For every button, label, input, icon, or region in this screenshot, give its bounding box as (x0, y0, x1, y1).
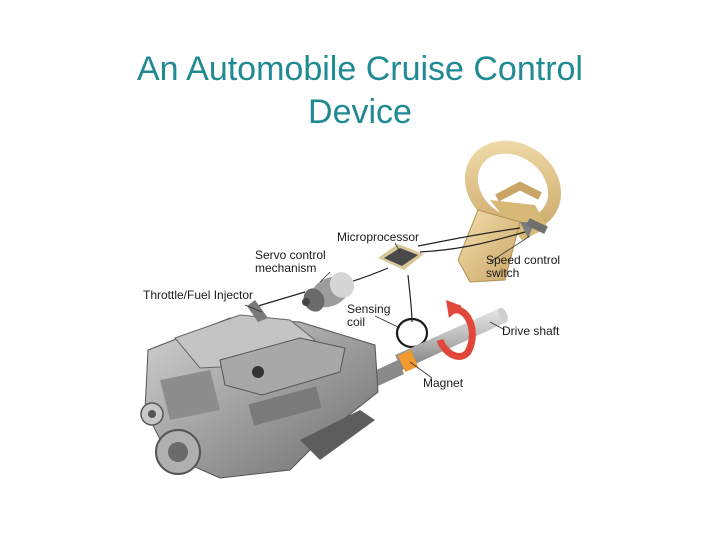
drive-shaft (372, 307, 508, 386)
magnet-band (397, 349, 419, 373)
label-speed-line-1: Speed control (486, 253, 561, 267)
label-servo-line-1: Servo control (255, 248, 326, 262)
label-throttle: Throttle/Fuel Injector (143, 288, 254, 302)
label-servo-line-2: mechanism (255, 261, 317, 275)
label-microprocessor: Microprocessor (337, 230, 420, 244)
title-line-2: Device (308, 93, 412, 131)
microprocessor-unit (378, 244, 424, 270)
label-drive-shaft: Drive shaft (502, 324, 560, 338)
engine (140, 300, 379, 479)
sensing-coil (395, 317, 429, 349)
title-line-1: An Automobile Cruise Control (136, 50, 583, 88)
page-title: An Automobile Cruise Control Device (0, 48, 720, 134)
label-magnet: Magnet (423, 376, 464, 390)
label-sensing-line-2: coil (347, 315, 366, 329)
steering-wheel (457, 140, 562, 283)
rotation-arrow (436, 300, 476, 360)
label-speed-line-2: switch (486, 266, 520, 280)
label-sensing-line-1: Sensing (347, 302, 391, 316)
leader-lines (244, 235, 531, 379)
servo-mechanism (302, 272, 355, 312)
